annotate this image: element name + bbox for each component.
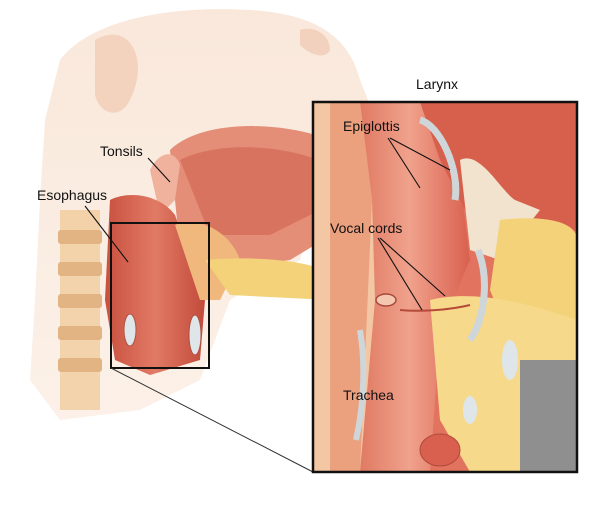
- label-larynx: Larynx: [416, 76, 459, 92]
- eye-shape: [300, 28, 330, 56]
- label-tonsils: Tonsils: [100, 143, 143, 159]
- throat-region: [105, 195, 330, 375]
- vocal-cords-leader-1: [377, 237, 423, 311]
- spine: [58, 210, 102, 410]
- epiglottis-leader-1: [387, 137, 421, 189]
- zoom-region-box: [110, 222, 210, 369]
- label-epiglottis: Epiglottis: [343, 118, 400, 134]
- tonsils-leader: [147, 157, 171, 183]
- label-vocal-cords: Vocal cords: [330, 220, 403, 236]
- vocal-cords-leader-2: [379, 237, 446, 297]
- label-esophagus: Esophagus: [37, 187, 108, 203]
- esophagus-leader: [84, 205, 129, 263]
- epiglottis-leader-2: [389, 137, 451, 171]
- label-trachea: Trachea: [343, 387, 394, 403]
- larynx-inset: [313, 102, 577, 472]
- ear-shape: [95, 34, 138, 113]
- connector-line-bottom: [110, 367, 314, 473]
- leader-lines: [84, 137, 451, 311]
- larynx-inset-frame: [311, 100, 579, 474]
